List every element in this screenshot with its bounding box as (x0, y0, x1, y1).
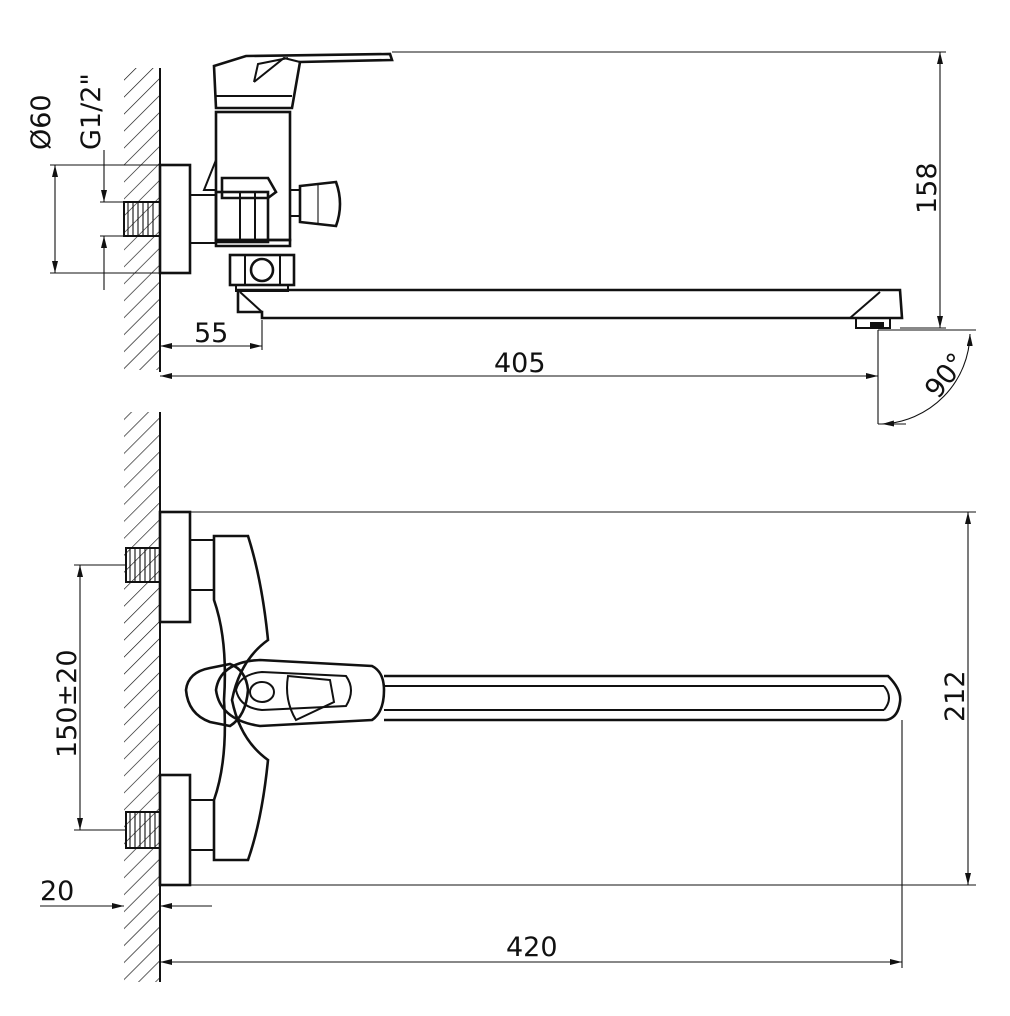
dim-spout-reach: 405 (494, 348, 546, 379)
dim-wall-offset: 55 (194, 318, 228, 349)
dim-depth: 212 (940, 670, 971, 722)
eccentric-nut-upper (189, 539, 215, 591)
dim-total-length: 420 (506, 932, 558, 963)
spout-side (236, 288, 904, 329)
wall-hatch-bottom (124, 412, 160, 982)
flange-side (158, 163, 192, 275)
dim-center-distance: 150±20 (52, 649, 83, 758)
lever-handle-side (212, 52, 394, 110)
mixer-body-top (212, 534, 270, 862)
mixer-body-side (202, 110, 342, 248)
threaded-connector-side (123, 201, 161, 237)
dim-angle: 90° (919, 348, 973, 405)
flange-upper (158, 510, 192, 624)
flange-lower (158, 773, 192, 887)
side-view: Ø60 G1/2" 158 55 405 90° (26, 51, 976, 427)
lever-handle-top (184, 658, 386, 728)
top-view: 150±20 212 20 420 (40, 412, 976, 982)
swivel-ring-side (228, 253, 296, 292)
eccentric-nut-lower (189, 799, 215, 851)
dim-height: 158 (912, 162, 943, 214)
wall-hatch-top (124, 68, 160, 370)
dim-flange-diameter: Ø60 (26, 94, 57, 150)
spout-top (384, 674, 902, 722)
dim-wall-gap: 20 (40, 876, 74, 907)
eccentric-nut-side (189, 194, 217, 244)
dim-thread: G1/2" (76, 73, 107, 150)
